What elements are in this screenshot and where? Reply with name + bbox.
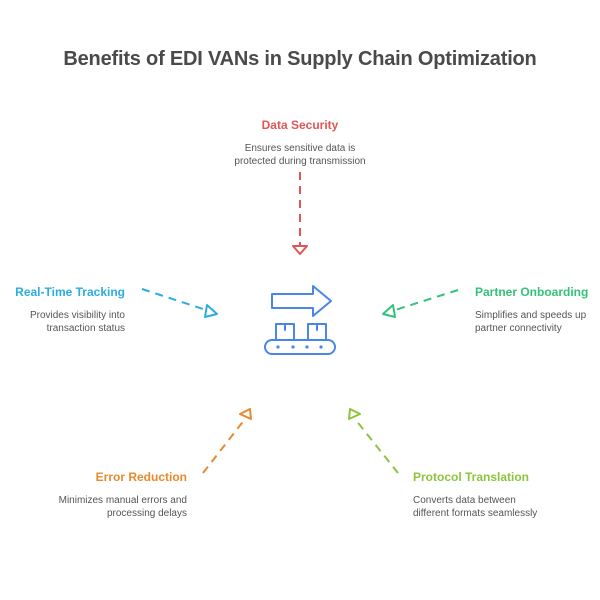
arrow-error-reduction	[202, 408, 252, 474]
benefit-label: Real-Time Tracking	[15, 285, 125, 299]
right-arrow-shape	[271, 285, 332, 317]
benefit-description: Simplifies and speeds up partner connect…	[475, 310, 587, 334]
belt	[264, 339, 336, 355]
diagram-title: Benefits of EDI VANs in Supply Chain Opt…	[63, 48, 537, 70]
benefit-label: Error Reduction	[95, 470, 187, 484]
benefit-real-time-tracking: Real-Time Tracking Provides visibility i…	[0, 285, 125, 335]
benefit-label: Partner Onboarding	[475, 285, 589, 299]
arrow-real-time-tracking	[141, 288, 218, 318]
arrow-data-security	[292, 172, 308, 255]
benefit-label: Protocol Translation	[413, 470, 530, 484]
benefit-error-reduction: Error Reduction Minimizes manual errors …	[0, 470, 187, 520]
benefit-partner-onboarding: Partner Onboarding Simplifies and speeds…	[475, 285, 600, 335]
benefit-description: Ensures sensitive data is protected duri…	[234, 143, 366, 167]
conveyor-belt-with-arrow-icon	[264, 285, 336, 355]
benefit-description: Converts data between different formats …	[413, 495, 538, 519]
benefit-description: Provides visibility into transaction sta…	[29, 310, 125, 334]
benefit-description: Minimizes manual errors and processing d…	[58, 495, 187, 519]
benefit-data-security: Data Security Ensures sensitive data is …	[200, 118, 400, 168]
benefit-label: Data Security	[261, 118, 339, 132]
arrow-protocol-translation	[348, 408, 399, 474]
benefit-protocol-translation: Protocol Translation Converts data betwe…	[413, 470, 600, 520]
arrow-partner-onboarding	[382, 289, 459, 318]
